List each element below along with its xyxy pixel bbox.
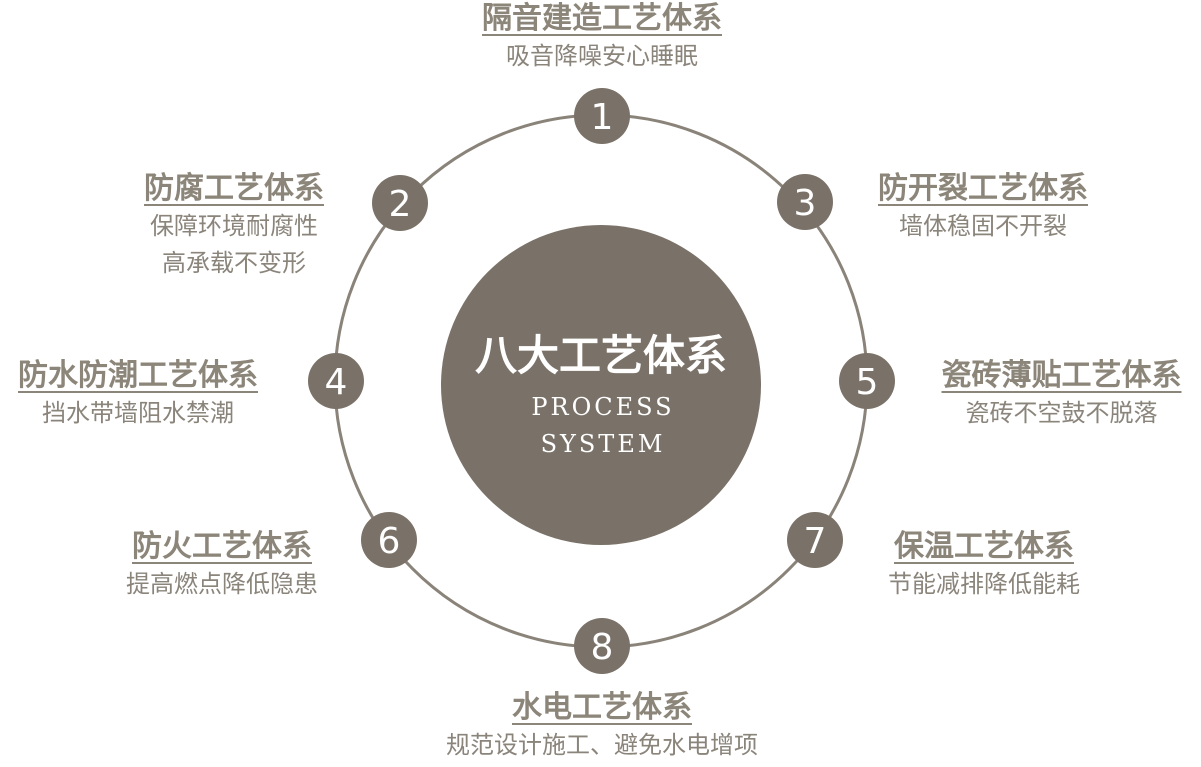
node-label-1: 隔音建造工艺体系 吸音降噪安心睡眠 <box>402 0 802 75</box>
node-title: 防腐工艺体系 <box>144 171 324 206</box>
node-number-7: 7 <box>804 521 827 562</box>
node-circle-4 <box>308 353 364 409</box>
node-label-2: 防腐工艺体系 保障环境耐腐性 高承载不变形 <box>84 170 384 282</box>
node-number-6: 6 <box>378 521 401 562</box>
node-circle-7 <box>787 512 843 568</box>
node-label-5: 瓷砖薄贴工艺体系 瓷砖不空鼓不脱落 <box>922 357 1201 432</box>
node-desc: 节能减排降低能耗 <box>888 570 1080 598</box>
node-desc: 保障环境耐腐性 <box>150 212 318 240</box>
node-title: 保温工艺体系 <box>894 529 1074 564</box>
node-desc: 挡水带墙阻水禁潮 <box>42 399 234 427</box>
node-label-7: 保温工艺体系 节能减排降低能耗 <box>834 528 1134 603</box>
center-subtitle-line2: SYSTEM <box>541 430 666 458</box>
node-title: 水电工艺体系 <box>512 690 692 725</box>
node-title: 瓷砖薄贴工艺体系 <box>941 358 1182 393</box>
node-label-4: 防水防潮工艺体系 挡水带墙阻水禁潮 <box>0 357 276 432</box>
node-circle-2 <box>372 175 428 231</box>
node-title: 防火工艺体系 <box>132 529 312 564</box>
node-circle-5 <box>839 353 895 409</box>
node-desc: 吸音降噪安心睡眠 <box>506 42 698 70</box>
node-label-8: 水电工艺体系 规范设计施工、避免水电增项 <box>382 689 822 764</box>
node-circle-3 <box>777 174 833 230</box>
node-group: 1 2 3 4 5 6 7 8 <box>308 88 895 674</box>
node-desc: 提高燃点降低隐患 <box>126 570 318 598</box>
node-label-3: 防开裂工艺体系 墙体稳固不开裂 <box>833 170 1133 245</box>
node-desc: 高承载不变形 <box>162 249 306 277</box>
node-desc: 规范设计施工、避免水电增项 <box>446 731 758 759</box>
node-number-4: 4 <box>325 362 348 403</box>
node-desc: 墙体稳固不开裂 <box>899 212 1067 240</box>
node-title: 防开裂工艺体系 <box>878 171 1088 206</box>
node-number-5: 5 <box>856 362 879 403</box>
node-circle-8 <box>574 618 630 674</box>
center-subtitle-line1: PROCESS <box>531 393 674 421</box>
center-disc <box>441 225 761 545</box>
node-number-3: 3 <box>794 183 817 224</box>
node-circle-1 <box>574 88 630 144</box>
node-title: 防水防潮工艺体系 <box>18 358 258 393</box>
node-desc: 瓷砖不空鼓不脱落 <box>965 399 1158 427</box>
node-circle-6 <box>361 512 417 568</box>
center-title: 八大工艺体系 <box>475 331 727 380</box>
node-label-6: 防火工艺体系 提高燃点降低隐患 <box>72 528 372 603</box>
node-number-2: 2 <box>389 184 412 225</box>
node-title: 隔音建造工艺体系 <box>482 1 722 36</box>
node-number-1: 1 <box>591 97 614 138</box>
node-number-8: 8 <box>591 627 614 668</box>
